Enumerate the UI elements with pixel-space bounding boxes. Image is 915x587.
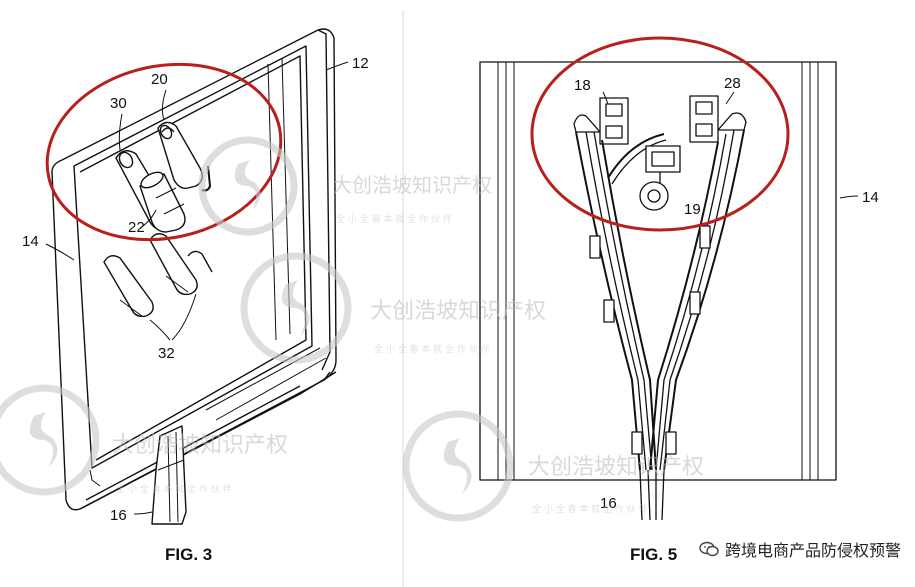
- fig3-title: FIG. 3: [165, 545, 212, 564]
- watermark-text-3: 大创浩坡知识产权: [112, 433, 288, 458]
- watermark-text-4: 大创浩坡知识产权: [528, 455, 704, 480]
- fig4-label-14: 14: [862, 189, 879, 206]
- watermark-logo-swirl-icon: [29, 160, 472, 494]
- fig3-drawing: [45, 28, 349, 525]
- fig3-label-22: 22: [128, 219, 145, 236]
- fig3-highlight-ellipse: [45, 62, 283, 242]
- watermark-group: 大创浩坡知识产权 全 小 全 春 本 就 全 作 伙 伴 大创浩坡知识产权 全 …: [0, 136, 704, 522]
- watermark-subtext-1: 全 小 全 春 本 就 全 作 伙 伴: [336, 213, 452, 225]
- fig3-label-30: 30: [110, 95, 127, 112]
- watermark-text-1: 大创浩坡知识产权: [332, 173, 492, 197]
- fig3-label-32: 32: [158, 345, 175, 362]
- watermark-logo-icon: [0, 136, 514, 522]
- source-credit-text: 跨境电商产品防侵权预警: [724, 541, 901, 560]
- fig3-label-12: 12: [352, 55, 369, 72]
- fig4-highlight-ellipse: [530, 36, 790, 232]
- fig4-title: FIG. 5: [630, 545, 677, 564]
- fig4-label-28: 28: [724, 75, 741, 92]
- watermark-subtext-4: 全 小 全 春 本 就 全 作 伙 伴: [532, 503, 648, 515]
- source-credit: 跨境电商产品防侵权预警: [699, 537, 901, 561]
- fig4-drawing: [479, 61, 859, 521]
- fig4-label-19: 19: [684, 201, 701, 218]
- wechat-icon: [699, 541, 719, 557]
- watermark-text-2: 大创浩坡知识产权: [370, 299, 546, 324]
- fig3-label-14: 14: [22, 233, 39, 250]
- fig4-label-18: 18: [574, 77, 591, 94]
- watermark-subtext-3: 全 小 全 春 本 就 全 作 伙 伴: [116, 483, 232, 495]
- fig3-label-20: 20: [151, 71, 168, 88]
- fig4-label-16: 16: [600, 495, 617, 512]
- watermark-subtext-2: 全 小 全 春 本 就 全 作 伙 伴: [374, 343, 490, 355]
- fig3-label-16: 16: [110, 507, 127, 524]
